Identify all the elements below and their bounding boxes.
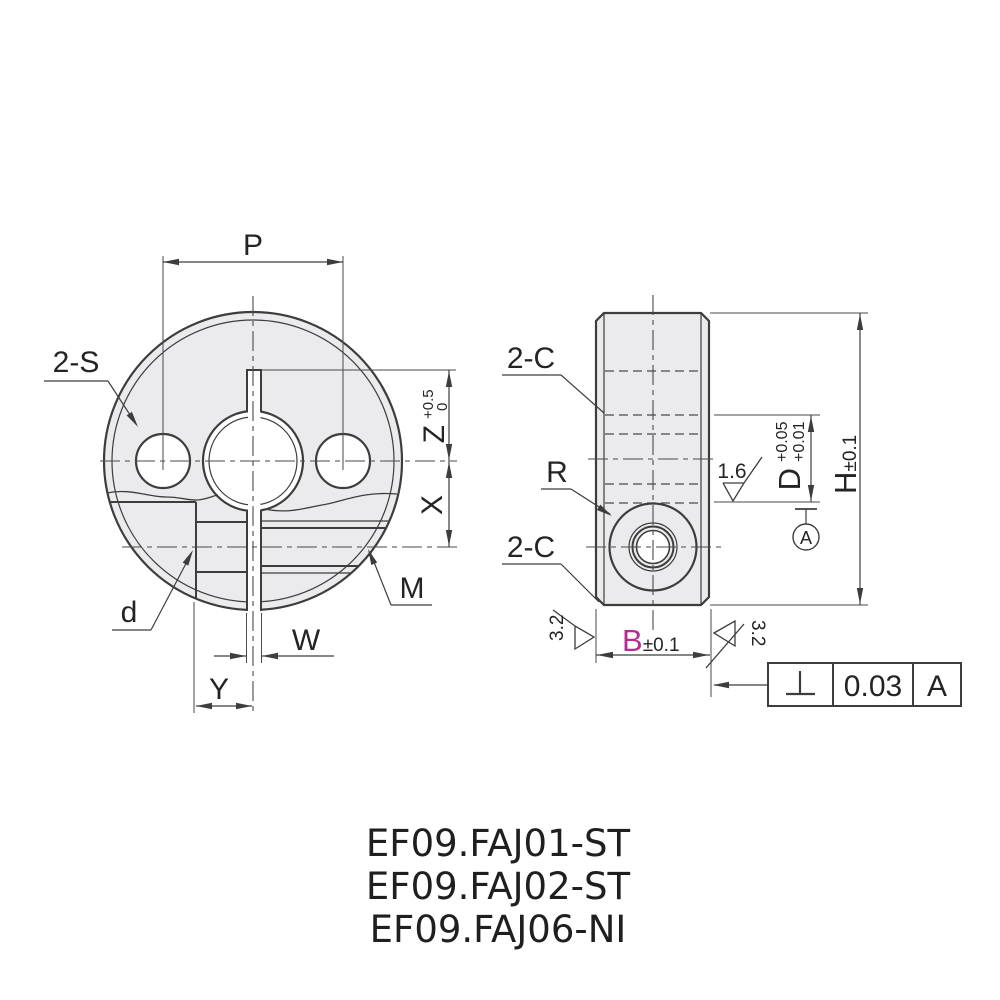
svg-text:X: X [416,495,449,515]
y-dimension-label: Y [209,673,229,706]
fcf-tolerance: 0.03 [844,670,902,703]
slit-opening [248,504,261,612]
svg-text:H±0.1: H±0.1 [828,435,863,494]
clamp-slit [246,510,262,611]
svg-text:D: D [772,468,807,490]
face-finish-left-value: 3.2 [547,615,568,641]
chamfer-lower-leader [502,563,600,603]
side-view [586,295,722,633]
svg-text:+0.05: +0.05 [774,421,791,462]
thread-hole-lines [262,520,388,574]
w-dimension-label: W [292,624,321,657]
side-centerlines [586,295,722,633]
face-finish-right-value: 3.2 [747,620,768,646]
svg-text:0: 0 [434,403,451,411]
chamfer-upper-label: 2-C [507,342,555,375]
thread-label: M [400,572,425,605]
radius-label: R [546,456,568,489]
datum-label: A [800,528,812,548]
face-finish-left-symbol: 3.2 [547,609,596,651]
chamfer-lower-label: 2-C [507,531,555,564]
holes-label: 2-S [53,346,100,379]
counterbore-leader [112,553,192,631]
feature-control-frame: 0.03 A [714,662,962,707]
part-number-list: EF09.FAJ01-ST EF09.FAJ02-ST EF09.FAJ06-N… [366,822,631,951]
front-centerlines [100,296,457,716]
side-dimensions: 2-C 2-C R 1.6 D [502,312,962,707]
z-dimension-label: Z +0.5 0 [418,389,451,443]
x-dimension-label: X [416,495,449,515]
part-number: EF09.FAJ06-NI [370,908,627,951]
h-dimension-label: H±0.1 [828,435,863,494]
datum-symbol: A [792,508,820,551]
svg-text:+0.5: +0.5 [420,389,437,419]
perpendicularity-icon [786,671,815,696]
break-lines [106,490,398,512]
slot-opening [248,369,261,419]
part-number: EF09.FAJ02-ST [366,865,631,908]
fcf-datum: A [927,670,947,703]
b-dimension-label: B±0.1 [622,623,680,658]
part-number: EF09.FAJ01-ST [366,822,631,865]
face-finish-right-symbol: 3.2 [705,619,768,669]
d-dimension-label: D +0.05 +0.01 [772,421,808,490]
svg-text:Z: Z [418,425,451,443]
keyway-slot [246,369,262,412]
front-dimensions: P Z +0.5 0 X 2-S d M [44,229,456,713]
counterbore-section [110,501,246,598]
front-view [100,296,457,716]
chamfer-upper-leader [502,374,605,414]
p-dimension-label: P [243,229,263,262]
svg-text:+0.01: +0.01 [791,421,808,462]
counterbore-label: d [121,596,138,629]
bore-finish-value: 1.6 [717,460,746,483]
bore-finish-symbol: 1.6 [717,456,763,503]
